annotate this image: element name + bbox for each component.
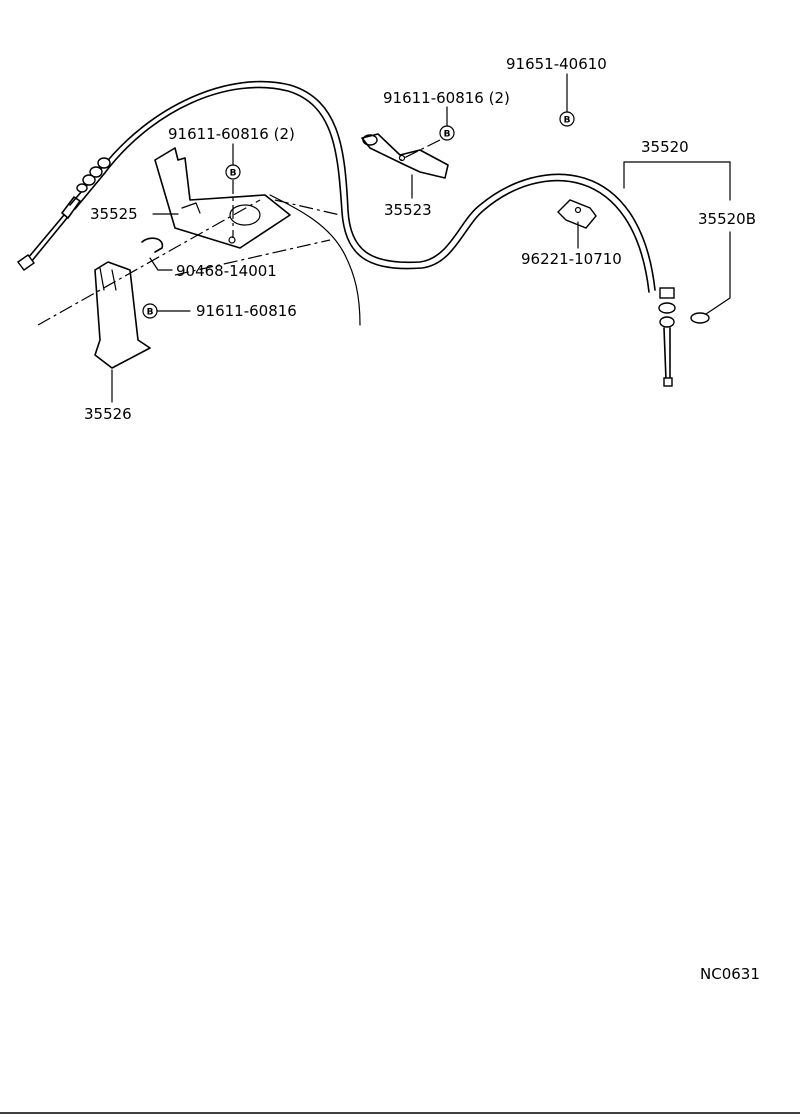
bolt-symbol-top: B xyxy=(559,111,575,127)
body-panel-outline xyxy=(269,194,361,326)
label-35526: 35526 xyxy=(84,405,132,423)
grommet-35520B xyxy=(690,312,710,324)
bolt-symbol-center: B xyxy=(439,125,455,141)
bolt-symbol-left: B xyxy=(225,164,241,180)
label-91651-40610: 91651-40610 xyxy=(506,55,607,73)
label-91611-60816: 91611-60816 xyxy=(196,302,297,320)
dash-line-lower xyxy=(174,239,331,276)
leader-lines xyxy=(111,73,731,403)
label-35520: 35520 xyxy=(641,138,689,156)
diagram-code: NC0631 xyxy=(700,965,760,983)
dash-line-left xyxy=(37,199,261,326)
bracket-35526 xyxy=(94,261,151,369)
bracket-35523 xyxy=(361,133,449,179)
label-35520B: 35520B xyxy=(698,210,756,228)
label-96221-10710: 96221-10710 xyxy=(521,250,622,268)
svg-text:B: B xyxy=(230,169,237,179)
svg-text:B: B xyxy=(564,116,571,126)
label-35523: 35523 xyxy=(384,201,432,219)
label-91611-60816-2-left: 91611-60816 (2) xyxy=(168,125,295,143)
bolt-symbol-lower: B xyxy=(142,303,158,319)
label-35525: 35525 xyxy=(90,205,138,223)
clamp-96221-10710 xyxy=(557,199,597,229)
label-90468-14001: 90468-14001 xyxy=(176,262,277,280)
clip-90468-14001 xyxy=(141,237,164,253)
svg-text:B: B xyxy=(147,308,154,318)
bracket-35525 xyxy=(154,147,291,249)
control-cable-35520 xyxy=(17,80,676,387)
svg-text:B: B xyxy=(444,130,451,140)
label-91611-60816-2-right: 91611-60816 (2) xyxy=(383,89,510,107)
